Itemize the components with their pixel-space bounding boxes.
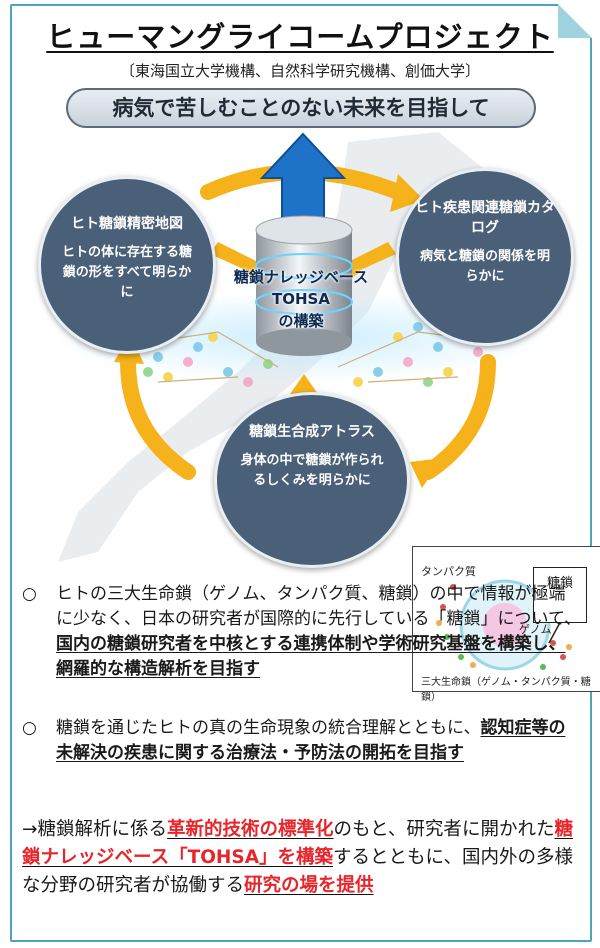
project-diagram: ヒト糖鎖精密地図 ヒトの体に存在する糖鎖の形をすべて明らかに ヒト疾患関連糖鎖カ… — [18, 132, 600, 703]
paragraph-3-text-c: するとともに、国内外の多様な分野の研究者が協働する — [22, 847, 573, 896]
page-title: ヒューマングライコームプロジェクト — [46, 20, 554, 54]
paragraph-3: →糖鎖解析に係る革新的技術の標準化のもと、研究者に開かれた糖鎖ナレッジベース「T… — [22, 816, 582, 900]
paragraph-2-emphasis: 認知症等の未解決の疾患に関する治療法・予防法の開拓を目指す — [56, 718, 566, 763]
bullet-2: ○ — [22, 718, 37, 738]
paragraph-3-text-b: のもと、研究者に開かれた — [333, 819, 555, 840]
paragraph-2: ○ 糖鎖を通じたヒトの真の生命現象の統合理解とともに、認知症等の未解決の疾患に関… — [22, 716, 582, 766]
goal-banner: 病気で苦しむことのない未来を目指して — [66, 88, 536, 128]
glycan-map-description: ヒトの体に存在する糖鎖の形をすべて明らかに — [61, 245, 192, 300]
bullet-1: ○ — [22, 584, 37, 604]
paragraph-1-text: ヒトの三大生命鎖（ゲノム、タンパク質、糖鎖）の中で情報が極端に少なく、日本の研究… — [56, 584, 582, 629]
paragraph-3-highlight-b: 糖鎖ナレッジベース「TOHSA」を構築 — [22, 819, 573, 868]
inflow-arrows — [210, 242, 396, 414]
database-label-line2: TOHSA — [272, 290, 330, 308]
institutions-subtitle: 〔東海国立大学機構、自然科学研究機構、創価大学〕 — [119, 62, 480, 80]
disease-catalog-description: 病気と糖鎖の関係を明らかに — [419, 249, 550, 284]
paragraph-3-text-a: 糖鎖解析に係る — [37, 819, 168, 840]
database-label-line3: の構築 — [278, 312, 324, 330]
paragraph-3-highlight-c: 研究の場を提供 — [244, 875, 374, 896]
biosynthesis-atlas-heading: 糖鎖生合成アトラス — [249, 424, 375, 440]
genome-label: ゲノム — [519, 623, 552, 636]
cell-illustration — [436, 579, 572, 671]
biosynthesis-atlas-circle: 糖鎖生合成アトラス 身体の中で糖鎖が作られるしくみを明らかに — [214, 392, 410, 568]
protein-label: タンパク質 — [421, 565, 476, 578]
arrow-marker: → — [22, 819, 38, 840]
paragraph-3-highlight-a: 革新的技術の標準化 — [167, 819, 334, 840]
paragraph-1-emphasis: 国内の糖鎖研究者を中核とする連携体制や学術研究基盤を構築し、網羅的な構造解析を目… — [56, 634, 566, 679]
database-label-line1: 糖鎖ナレッジベース — [233, 268, 369, 286]
database-cylinder-icon — [255, 215, 353, 356]
glycan-map-circle: ヒト糖鎖精密地図 ヒトの体に存在する糖鎖の形をすべて明らかに — [38, 176, 216, 354]
glycan-map-heading: ヒト糖鎖精密地図 — [71, 216, 183, 232]
database-label: 糖鎖ナレッジベース TOHSA の構築 — [206, 266, 396, 332]
disease-catalog-heading: ヒト疾患関連糖鎖カタログ — [415, 200, 555, 236]
biosynthesis-atlas-description: 身体の中で糖鎖が作られるしくみを明らかに — [240, 453, 384, 488]
glycan-label-box: 糖鎖 — [533, 567, 587, 623]
three-chains-caption: 三大生命鎖（ゲノム・タンパク質・糖鎖） — [421, 677, 591, 703]
paragraph-1: ○ ヒトの三大生命鎖（ゲノム、タンパク質、糖鎖）の中で情報が極端に少なく、日本の… — [22, 582, 582, 682]
paragraph-2-text: 糖鎖を通じたヒトの真の生命現象の統合理解とともに、 — [56, 718, 481, 738]
disease-catalog-circle: ヒト疾患関連糖鎖カタログ 病気と糖鎖の関係を明らかに — [396, 168, 574, 346]
page-fold-corner — [558, 4, 592, 38]
three-life-chains-inset: タンパク質 ゲノム 糖鎖 三大生命鎖（ゲノム・タンパク質・糖鎖） — [412, 546, 600, 703]
